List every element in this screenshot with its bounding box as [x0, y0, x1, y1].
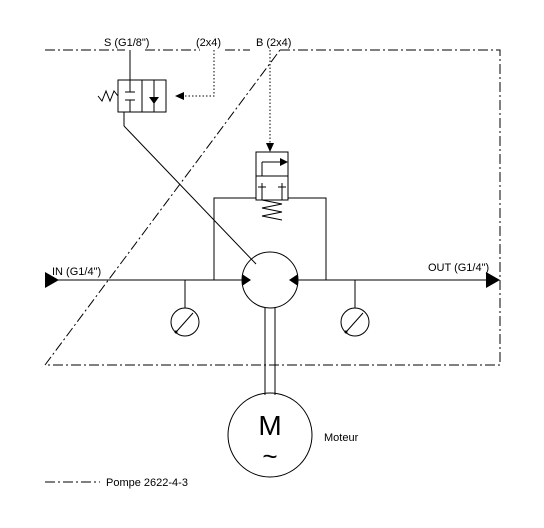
- label-port-2x4: (2x4): [196, 37, 221, 49]
- valve-to-pump-line: [123, 125, 257, 265]
- bypass-line-right: [288, 197, 327, 280]
- inlet-arrow: [45, 272, 59, 288]
- pilot-line-2x4: [184, 50, 215, 97]
- pressure-gauge-left-icon: [170, 307, 200, 337]
- bypass-line-left: [213, 197, 256, 280]
- motor-m-glyph: M: [258, 410, 281, 441]
- pump-assembly-boundary: [44, 49, 501, 366]
- legend-label: Pompe 2622-4-3: [106, 477, 188, 489]
- flow-arrow: [149, 97, 159, 104]
- solenoid-valve: [97, 79, 167, 113]
- label-port-b: B (2x4): [256, 37, 291, 49]
- outlet-arrow: [486, 272, 500, 288]
- pump-arrow-left: [242, 274, 251, 286]
- pressure-gauge-right-icon: [340, 307, 370, 337]
- pilot-arrow-down: [266, 143, 274, 152]
- relief-spring-icon: [261, 199, 283, 221]
- motor-symbol: M ~: [227, 392, 313, 478]
- pump-arrow-right: [289, 274, 298, 286]
- label-outlet: OUT (G1/4"): [428, 262, 489, 274]
- spring-icon: [97, 89, 119, 103]
- label-motor: Moteur: [324, 432, 359, 444]
- label-inlet: IN (G1/4"): [52, 266, 101, 278]
- motor-tilde-glyph: ~: [262, 441, 277, 471]
- label-port-s: S (G1/8"): [104, 37, 149, 49]
- pump-symbol: [241, 251, 299, 309]
- pilot-arrow-left: [175, 92, 184, 100]
- relief-flow-arrow: [280, 158, 288, 166]
- relief-valve: [255, 151, 289, 221]
